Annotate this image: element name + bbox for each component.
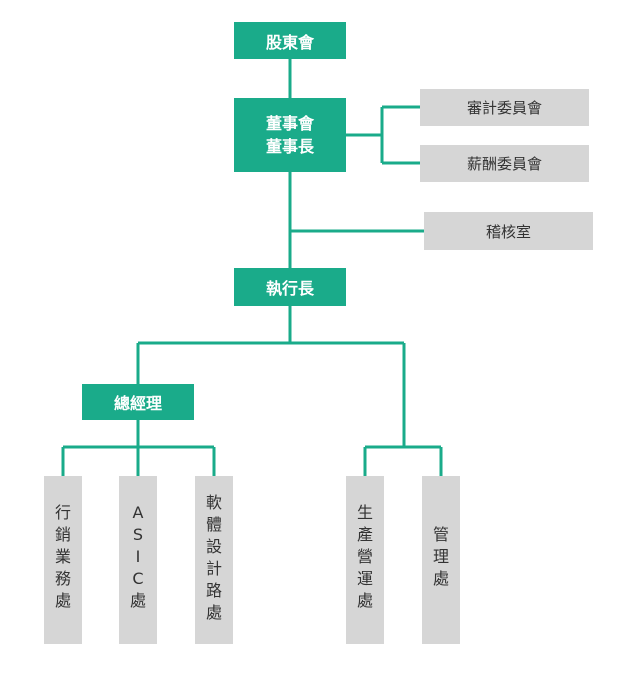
dept-software-design-label: 軟體設計路處	[205, 493, 222, 622]
audit-office-box: 稽核室	[424, 212, 593, 250]
dept-marketing-sales-label: 行銷業務處	[54, 503, 71, 610]
audit-office-label: 稽核室	[485, 222, 531, 241]
audit-committee-label: 審計委員會	[466, 99, 542, 117]
board-box: 董事會 董事長	[234, 98, 346, 172]
dept-production-operations-label: 生產營運處	[356, 503, 373, 610]
shareholders-meeting-box: 股東會	[234, 22, 346, 59]
dept-production-operations: 生產營運處	[346, 476, 384, 644]
shareholders-meeting-label: 股東會	[265, 32, 314, 52]
audit-committee-box: 審計委員會	[420, 89, 589, 126]
board-of-directors-label: 董事會	[265, 114, 314, 133]
compensation-committee-label: 薪酬委員會	[466, 155, 542, 173]
dept-software-design: 軟體設計路處	[195, 476, 233, 644]
general-manager-label: 總經理	[113, 394, 162, 413]
dept-management: 管理處	[422, 476, 460, 644]
general-manager-box: 總經理	[82, 384, 194, 420]
ceo-label: 執行長	[265, 279, 314, 298]
compensation-committee-box: 薪酬委員會	[420, 145, 589, 182]
dept-management-label: 管理處	[432, 525, 449, 588]
ceo-box: 執行長	[234, 268, 346, 306]
dept-marketing-sales: 行銷業務處	[44, 476, 82, 644]
chairman-label: 董事長	[265, 137, 314, 156]
